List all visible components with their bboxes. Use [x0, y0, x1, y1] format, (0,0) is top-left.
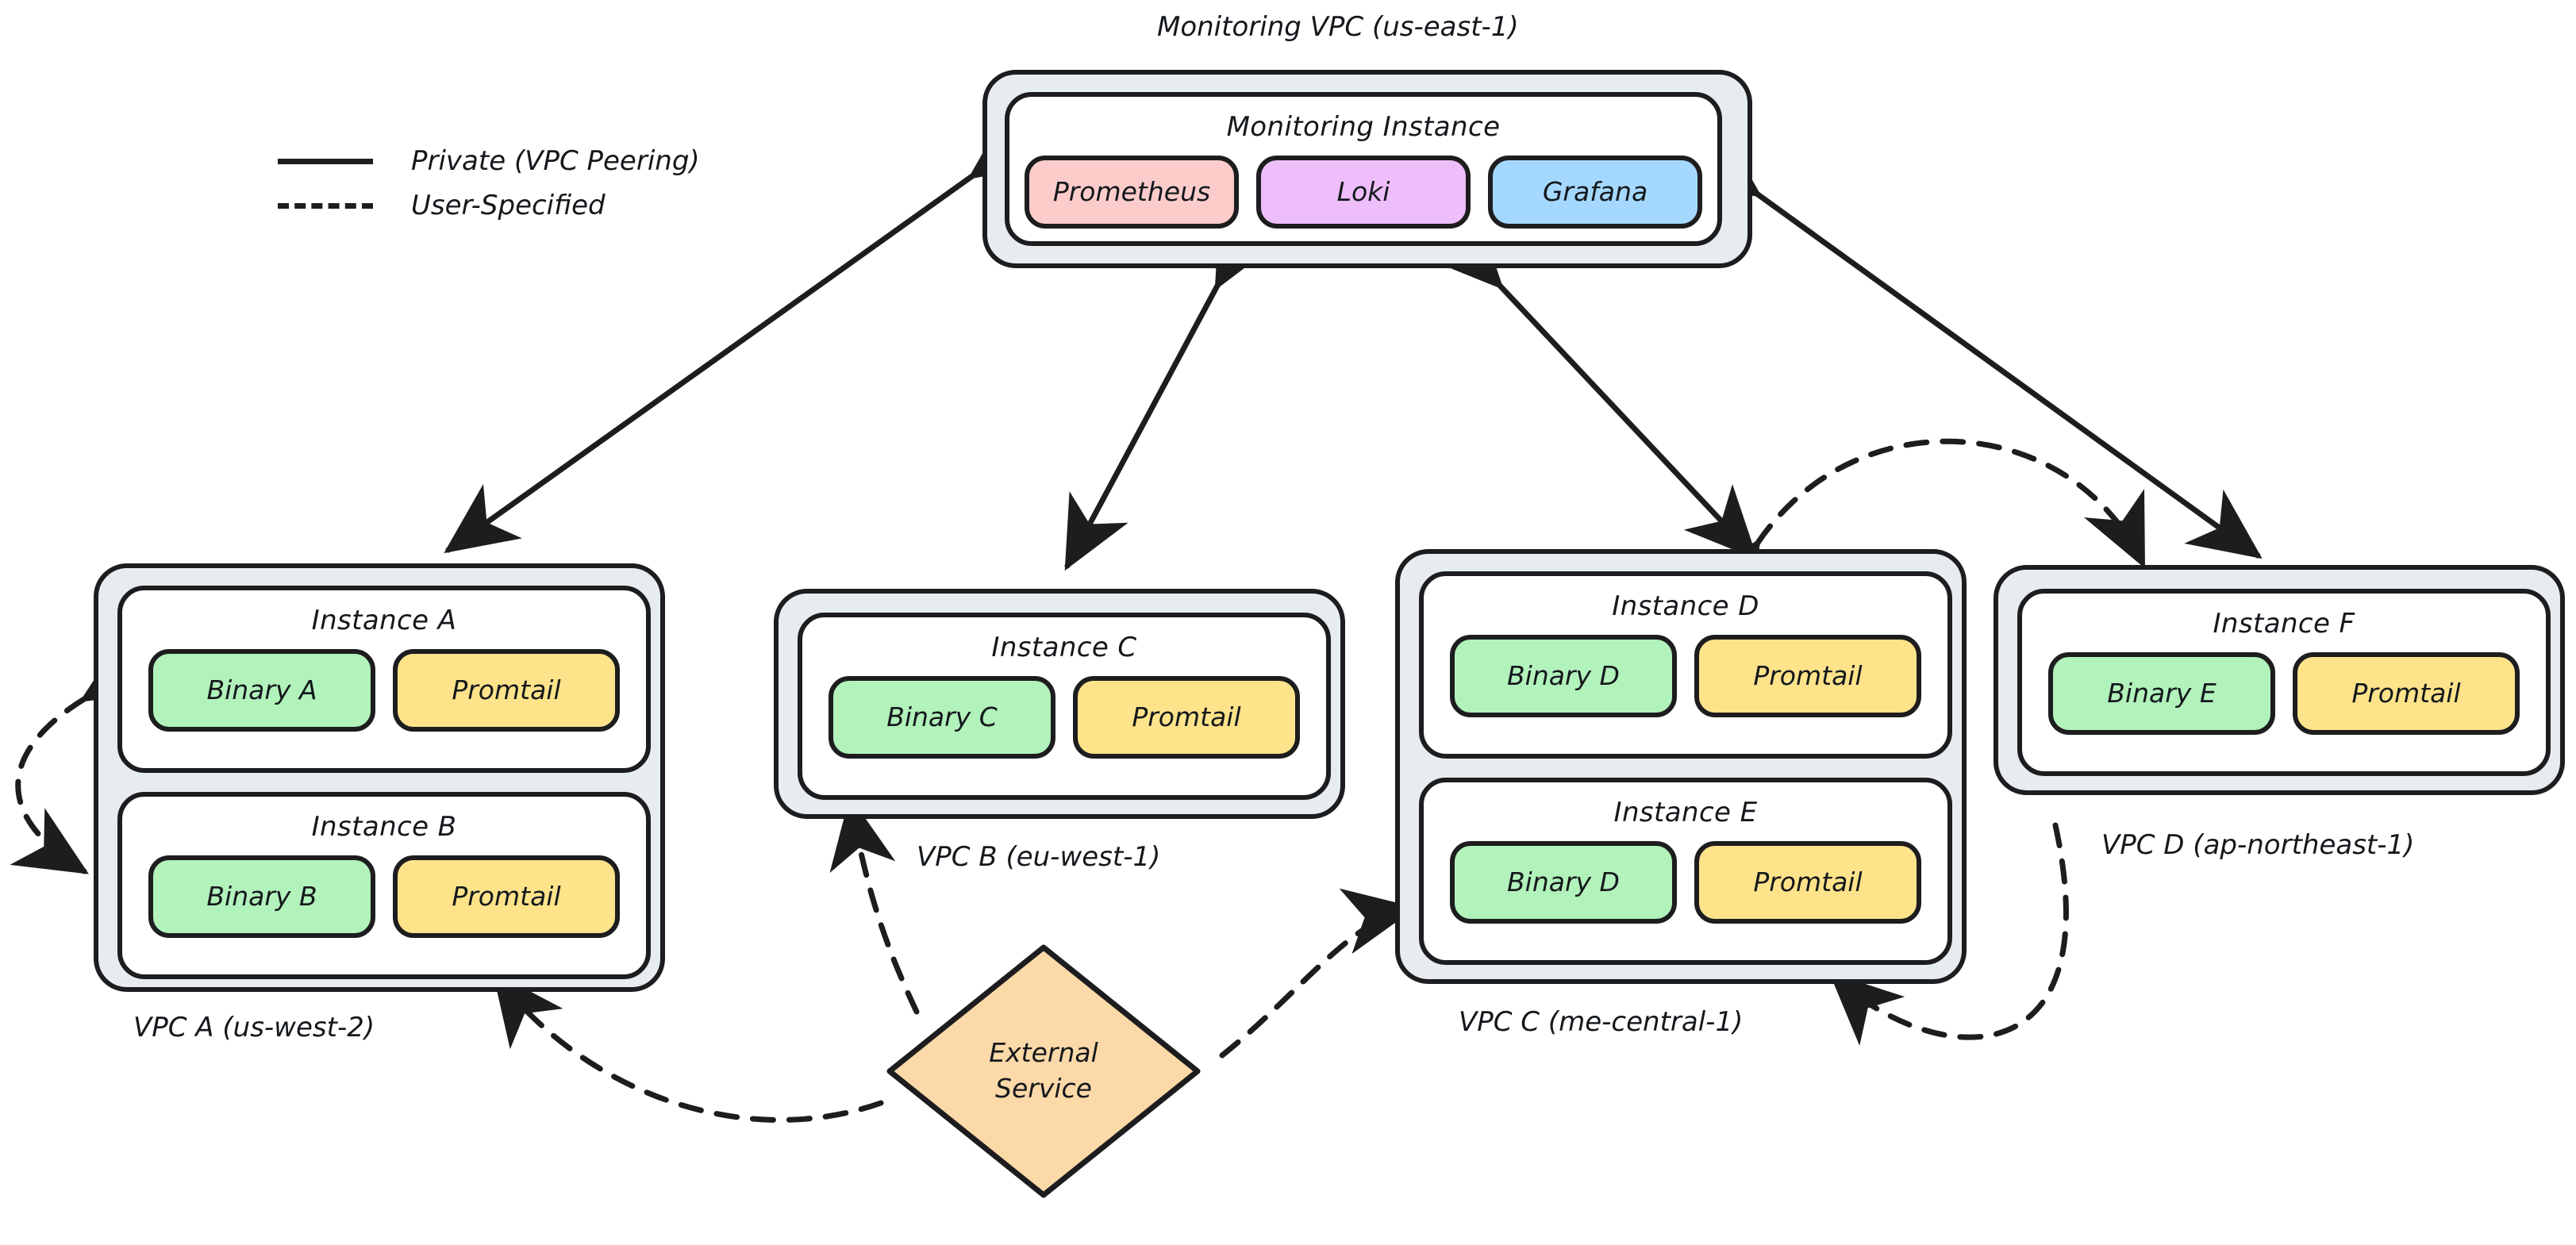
- service-binary-f[interactable]: Binary E: [2048, 652, 2275, 735]
- vpc-c-caption: VPC C (me-central-1): [1459, 1006, 1744, 1038]
- legend-item-private: Private (VPC Peering): [278, 139, 700, 183]
- instance-a[interactable]: Instance A Binary A Promtail: [117, 586, 651, 773]
- vpc-d-caption: VPC D (ap-northeast-1): [2101, 829, 2415, 861]
- service-loki[interactable]: Loki: [1256, 156, 1471, 229]
- service-binary-c[interactable]: Binary C: [829, 676, 1055, 759]
- instance-d[interactable]: Instance D Binary D Promtail: [1419, 571, 1952, 759]
- service-promtail-f[interactable]: Promtail: [2293, 652, 2520, 735]
- instance-e[interactable]: Instance E Binary D Promtail: [1419, 778, 1952, 965]
- legend-label-private: Private (VPC Peering): [411, 145, 700, 177]
- instance-c-service-row: Binary C Promtail: [802, 676, 1326, 759]
- external-service-line2: Service: [995, 1073, 1092, 1104]
- edge-monitoring-vpcc: [1429, 214, 1758, 560]
- instance-c-title: Instance C: [991, 632, 1137, 663]
- service-promtail-e[interactable]: Promtail: [1694, 841, 1921, 924]
- service-binary-b[interactable]: Binary B: [148, 855, 375, 938]
- instance-a-title: Instance A: [311, 605, 457, 636]
- external-service-node[interactable]: External Service: [877, 936, 1210, 1206]
- external-service-label: External Service: [877, 936, 1210, 1206]
- edge-instancea-instanceb: [10, 635, 159, 874]
- vpc-b[interactable]: Instance C Binary C Promtail: [774, 589, 1345, 819]
- edge-monitoring-vpcb: [1064, 211, 1278, 571]
- service-promtail-a[interactable]: Promtail: [393, 649, 620, 732]
- service-promtail-c[interactable]: Promtail: [1073, 676, 1300, 759]
- monitoring-vpc[interactable]: Monitoring Instance Prometheus Loki Graf…: [982, 70, 1752, 268]
- instance-b[interactable]: Instance B Binary B Promtail: [117, 792, 651, 979]
- service-promtail-b[interactable]: Promtail: [393, 855, 620, 938]
- service-promtail-d[interactable]: Promtail: [1694, 635, 1921, 717]
- edge-monitoring-vpca: [444, 110, 1046, 554]
- service-binary-a[interactable]: Binary A: [148, 649, 375, 732]
- edge-external-vpca: [492, 971, 884, 1123]
- edge-vpcc-vpcd-top: [1693, 438, 2146, 617]
- vpc-a-caption: VPC A (us-west-2): [133, 1012, 375, 1043]
- monitoring-instance[interactable]: Monitoring Instance Prometheus Loki Graf…: [1005, 92, 1722, 246]
- instance-f-title: Instance F: [2213, 608, 2355, 640]
- instance-d-service-row: Binary D Promtail: [1424, 635, 1947, 717]
- service-binary-d[interactable]: Binary D: [1450, 635, 1677, 717]
- instance-f[interactable]: Instance F Binary E Promtail: [2017, 589, 2551, 776]
- monitoring-service-row: Prometheus Loki Grafana: [1009, 156, 1717, 229]
- service-binary-e[interactable]: Binary D: [1450, 841, 1677, 924]
- instance-d-title: Instance D: [1612, 590, 1759, 622]
- monitoring-vpc-caption: Monitoring VPC (us-east-1): [1157, 11, 1519, 43]
- vpc-b-caption: VPC B (eu-west-1): [917, 841, 1161, 873]
- instance-e-service-row: Binary D Promtail: [1424, 841, 1947, 924]
- vpc-d[interactable]: Instance F Binary E Promtail: [1994, 565, 2565, 795]
- legend: Private (VPC Peering) User-Specified: [278, 139, 700, 228]
- monitoring-instance-title: Monitoring Instance: [1226, 111, 1501, 143]
- legend-item-user-specified: User-Specified: [278, 183, 700, 228]
- service-grafana[interactable]: Grafana: [1488, 156, 1702, 229]
- solid-line-icon: [278, 158, 373, 164]
- vpc-c[interactable]: Instance D Binary D Promtail Instance E …: [1395, 549, 1967, 984]
- vpc-a[interactable]: Instance A Binary A Promtail Instance B …: [94, 563, 665, 992]
- instance-a-service-row: Binary A Promtail: [122, 649, 646, 732]
- instance-c[interactable]: Instance C Binary C Promtail: [798, 613, 1331, 800]
- edge-external-vpcc: [1219, 888, 1417, 1059]
- edge-monitoring-vpcd: [1684, 128, 2263, 559]
- external-service-line1: External: [989, 1037, 1098, 1069]
- instance-b-title: Instance B: [311, 811, 457, 843]
- instance-e-title: Instance E: [1613, 797, 1758, 828]
- diamond-icon: [886, 944, 1201, 1198]
- dashed-line-icon: [278, 202, 373, 209]
- instance-b-service-row: Binary B Promtail: [122, 855, 646, 938]
- legend-label-user-specified: User-Specified: [411, 190, 606, 221]
- instance-f-service-row: Binary E Promtail: [2022, 652, 2546, 735]
- service-prometheus[interactable]: Prometheus: [1025, 156, 1239, 229]
